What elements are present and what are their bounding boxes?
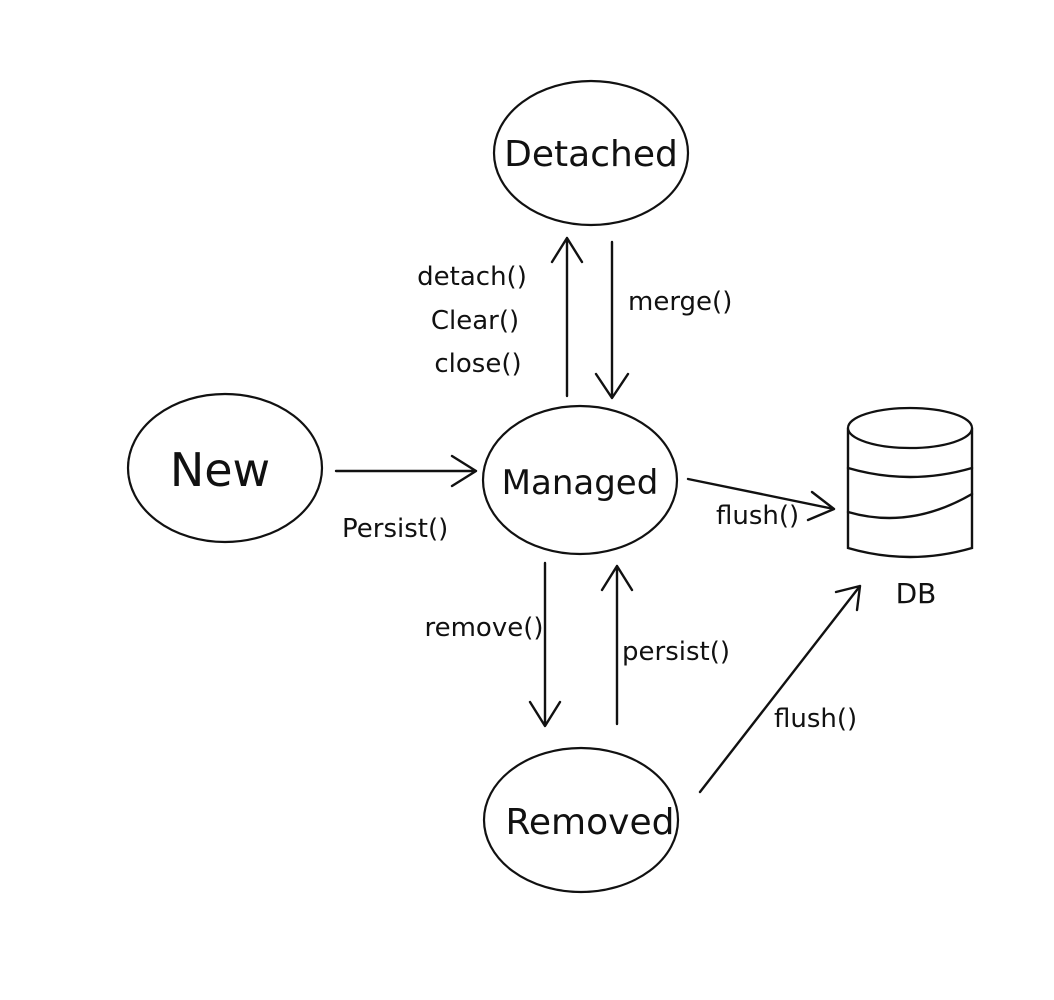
arrow-new-to-managed	[334, 454, 478, 488]
edge-new-to-managed: Persist()	[334, 454, 478, 544]
node-new: New	[126, 392, 324, 544]
node-detached-ellipse	[492, 79, 690, 227]
edge-managed-to-detached: detach() Clear() close()	[417, 236, 584, 398]
db-cylinder-band-1	[846, 466, 974, 479]
db-cylinder-top	[846, 406, 974, 450]
edge-managed-to-db: flush()	[686, 477, 836, 531]
db-cylinder-icon	[846, 406, 974, 559]
node-removed: Removed	[482, 746, 680, 894]
edge-label-new-persist: Persist()	[342, 514, 448, 544]
db-cylinder-band-2	[846, 492, 974, 520]
node-detached-label: Detached	[504, 134, 678, 175]
edge-detached-to-managed: merge()	[594, 240, 732, 400]
edge-label-clear: Clear()	[431, 306, 519, 336]
node-managed: Managed	[481, 404, 679, 556]
arrow-managed-to-db	[686, 477, 836, 522]
edge-label-managed-flush: flush()	[716, 501, 799, 531]
edge-managed-to-removed: remove()	[424, 561, 562, 728]
edge-label-merge: merge()	[628, 287, 732, 317]
edge-label-removed-persist: persist()	[622, 637, 730, 667]
node-new-ellipse	[126, 392, 324, 544]
edge-label-remove: remove()	[424, 613, 543, 643]
arrow-removed-to-db	[698, 584, 862, 794]
edge-label-detach: detach()	[417, 262, 527, 292]
node-managed-ellipse	[481, 404, 679, 556]
edge-removed-to-managed: persist()	[600, 564, 730, 726]
edge-removed-to-db: flush()	[698, 584, 862, 794]
node-removed-label: Removed	[506, 802, 675, 843]
arrow-managed-to-detached	[550, 236, 584, 398]
node-new-label: New	[170, 443, 270, 497]
edge-label-close: close()	[434, 349, 521, 379]
edge-label-removed-flush: flush()	[774, 704, 857, 734]
node-db-label: DB	[896, 577, 937, 610]
node-managed-label: Managed	[502, 463, 659, 503]
arrow-detached-to-managed	[594, 240, 630, 400]
node-removed-ellipse	[482, 746, 680, 894]
arrow-managed-to-removed	[528, 561, 562, 728]
node-detached: Detached	[492, 79, 690, 227]
db-cylinder-body	[846, 426, 974, 559]
arrow-removed-to-managed	[600, 564, 634, 726]
